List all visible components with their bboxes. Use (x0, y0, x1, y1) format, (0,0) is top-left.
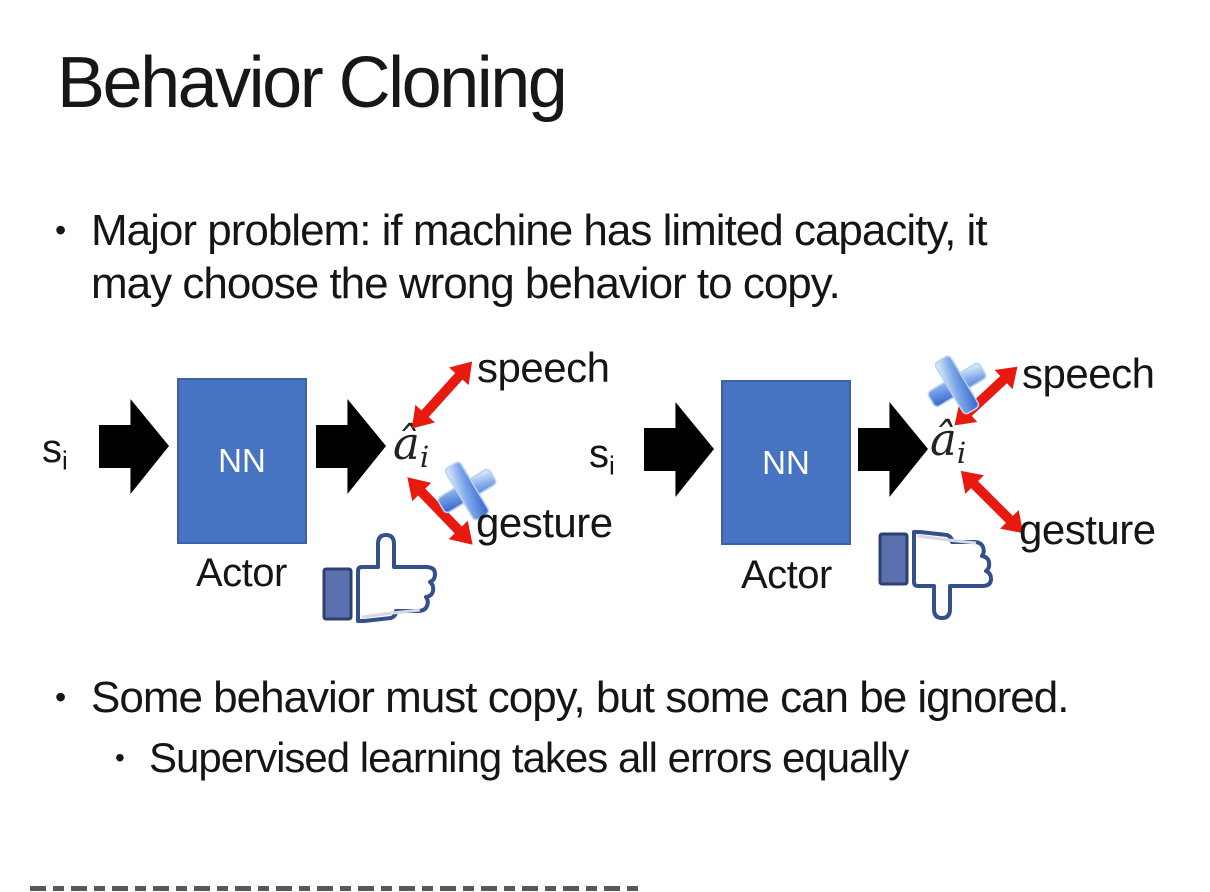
left-speech-double-arrow-icon (401, 352, 482, 438)
bullet-marker: • (115, 742, 125, 773)
left-output-arrow-icon (316, 399, 386, 494)
subbullet-supervised-learning: • Supervised learning takes all errors e… (115, 733, 1165, 783)
left-nn-label: NN (218, 442, 266, 479)
left-speech-label: speech (477, 344, 610, 391)
right-nn-box: NN (721, 380, 851, 545)
right-input-arrow-icon (644, 402, 714, 497)
bullet-line-1: Major problem: if machine has limited ca… (91, 206, 988, 255)
left-nn-box: NN (177, 378, 307, 544)
right-input-state-label: si (589, 432, 615, 481)
left-input-state-label: si (42, 427, 68, 476)
subbullet-supervised-learning-text: Supervised learning takes all errors equ… (149, 734, 909, 781)
right-actor-label: Actor (741, 553, 832, 597)
left-predicted-action-label: âi (393, 417, 430, 475)
right-gesture-label: gesture (1019, 506, 1156, 553)
bullet-marker: • (55, 212, 67, 248)
left-gesture-label: gesture (476, 499, 613, 546)
thumbs-up-icon (320, 531, 444, 625)
bullet-major-problem: • Major problem: if machine has limited … (55, 204, 1155, 310)
right-predicted-action-label: âi (930, 413, 967, 471)
bullet-marker: • (55, 679, 67, 715)
bullet-major-problem-text: Major problem: if machine has limited ca… (91, 204, 988, 310)
bottom-cutoff-marks (30, 886, 642, 891)
left-actor-label: Actor (196, 551, 287, 595)
left-cross-out-icon (436, 460, 498, 522)
left-input-arrow-icon (99, 399, 169, 494)
right-gesture-double-arrow-icon (951, 461, 1033, 543)
bullet-some-behavior: • Some behavior must copy, but some can … (55, 671, 1175, 724)
left-gesture-double-arrow-icon (397, 467, 482, 554)
page-title: Behavior Cloning (57, 43, 568, 123)
right-output-arrow-icon (858, 402, 928, 497)
thumbs-down-icon (876, 528, 1000, 622)
bullet-line-2: may choose the wrong behavior to copy. (91, 259, 841, 308)
right-cross-out-icon (926, 354, 988, 416)
right-nn-label: NN (762, 443, 810, 481)
bullet-some-behavior-text: Some behavior must copy, but some can be… (91, 673, 1069, 722)
right-speech-label: speech (1022, 350, 1155, 397)
